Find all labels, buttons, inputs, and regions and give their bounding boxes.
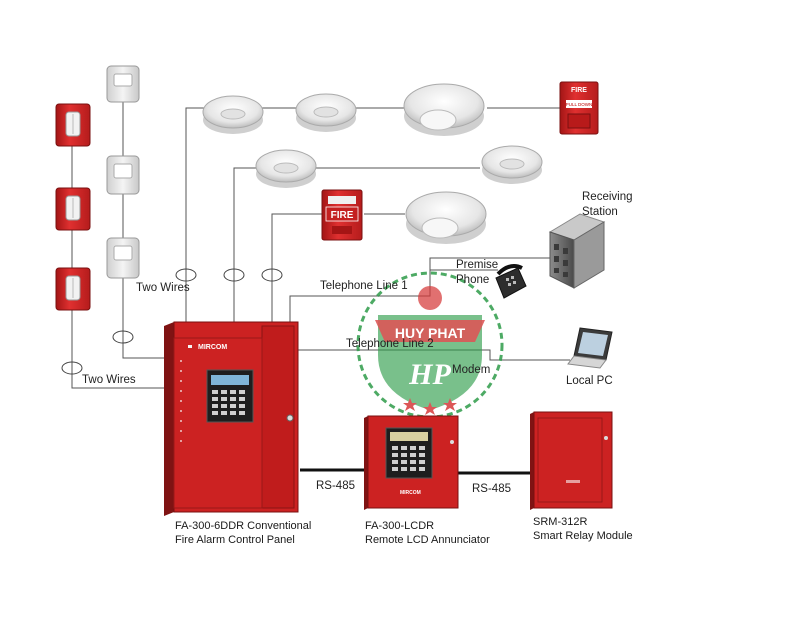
- two-wires-label-lower: Two Wires: [82, 374, 136, 386]
- strobe-device-1: [55, 103, 91, 147]
- pull-station-fire-label: FIRE: [331, 210, 354, 221]
- wire-loops: [61, 268, 283, 375]
- receiving-station-icon: [548, 213, 606, 289]
- pull-station-top: FIRE PULL DOWN: [559, 81, 599, 135]
- receiving-station-label-line2: Station: [582, 206, 618, 218]
- horn-device-1: [106, 65, 140, 103]
- wire-loop: [112, 330, 134, 344]
- heat-detector-2: [405, 191, 487, 244]
- annunciator-caption-line1: FA-300-LCDR: [365, 520, 435, 532]
- horn-device-2: [106, 155, 140, 195]
- wire-loop: [223, 268, 245, 282]
- annunciator-caption-line2: Remote LCD Annunciator: [365, 534, 490, 546]
- smoke-detector-2: [295, 93, 357, 132]
- relay-module-caption-line1: SRM-312R: [533, 516, 588, 528]
- telephone-line-1-label: Telephone Line 1: [320, 280, 408, 292]
- detector-loop-2-wire: [233, 167, 480, 325]
- horn-column: [106, 65, 140, 279]
- watermark-text: HUY PHAT: [395, 325, 466, 341]
- rs485-label-left: RS-485: [316, 480, 355, 492]
- local-pc-label: Local PC: [566, 375, 613, 387]
- control-panel-caption-line2: Fire Alarm Control Panel: [175, 534, 295, 546]
- premise-phone-icon: [495, 264, 527, 299]
- pull-station-top-sub: PULL DOWN: [566, 102, 593, 107]
- rs485-links: [300, 468, 532, 475]
- detectors: [202, 83, 543, 244]
- fire-alarm-control-panel: MIRCOM: [164, 321, 299, 516]
- remote-lcd-annunciator: MIRCOM: [364, 415, 459, 510]
- rs485-label-right: RS-485: [472, 483, 511, 495]
- two-wires-label-upper: Two Wires: [136, 282, 190, 294]
- modem-label: Modem: [452, 364, 491, 376]
- watermark-logo: HUY PHAT HP: [356, 271, 504, 419]
- heat-detector-1: [403, 83, 485, 136]
- smoke-detector-4: [481, 145, 543, 184]
- strobe-device-3: [55, 267, 91, 311]
- receiving-station-label-line1: Receiving: [582, 191, 633, 203]
- horn-device-3: [106, 237, 140, 279]
- pull-station-fire: FIRE: [321, 189, 363, 241]
- wire-loop: [175, 268, 197, 282]
- control-panel-caption-line1: FA-300-6DDR Conventional: [175, 520, 312, 532]
- horn-circuit-wire: [122, 96, 164, 359]
- wire-loop: [61, 361, 83, 375]
- relay-module-caption-line2: Smart Relay Module: [533, 530, 633, 542]
- strobe-column: [55, 103, 91, 311]
- pull-station-top-label: FIRE: [571, 87, 587, 94]
- strobe-device-2: [55, 187, 91, 231]
- annunciator-brand: MIRCOM: [400, 490, 421, 496]
- control-panel-brand: MIRCOM: [198, 344, 227, 351]
- wiring: [71, 96, 570, 389]
- smoke-detector-1: [202, 95, 264, 134]
- smoke-detector-3: [255, 149, 317, 188]
- watermark-monogram: HP: [408, 358, 451, 391]
- premise-phone-label-line1: Premise: [456, 259, 499, 271]
- wire-loop: [261, 268, 283, 282]
- telephone-line-2-label: Telephone Line 2: [346, 338, 434, 350]
- detector-loop-3-wire: [271, 213, 405, 325]
- local-pc-icon: [567, 327, 613, 369]
- detector-loop-1-wire: [185, 107, 405, 325]
- smart-relay-module: [530, 411, 613, 510]
- premise-phone-label-line2: Phone: [456, 274, 490, 286]
